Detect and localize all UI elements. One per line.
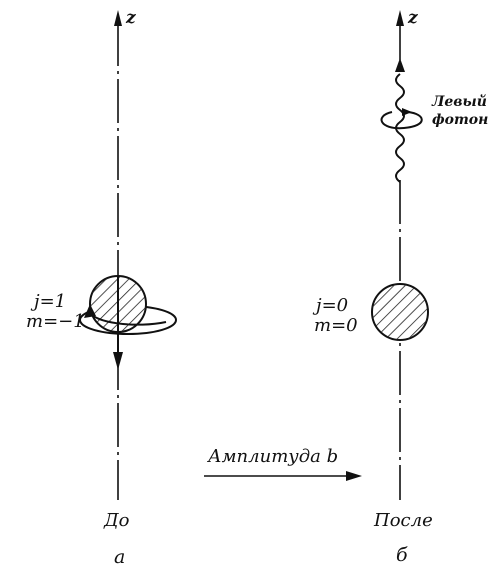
- axis-z-label-a: z: [126, 10, 136, 27]
- state-j-a: j=1: [34, 292, 66, 312]
- photon-label-line1: Левый: [432, 94, 487, 111]
- caption-after: После: [374, 512, 433, 530]
- transition-arrow: [204, 471, 362, 481]
- transition-label: Амплитуда b: [208, 448, 338, 466]
- state-m-b: m=0: [314, 316, 358, 336]
- photon-label-line2: фотон: [432, 112, 488, 129]
- axis-a: [114, 10, 122, 500]
- state-j-b: j=0: [316, 296, 348, 316]
- axis-z-label-b: z: [408, 10, 418, 27]
- panel-letter-b: б: [396, 546, 408, 565]
- panel-letter-a: a: [114, 548, 125, 567]
- photon-wave-icon: [395, 58, 405, 182]
- atom-a: [80, 276, 176, 334]
- caption-before: До: [104, 512, 129, 530]
- atom-b: [372, 284, 428, 340]
- state-m-a: m=−1: [26, 312, 85, 332]
